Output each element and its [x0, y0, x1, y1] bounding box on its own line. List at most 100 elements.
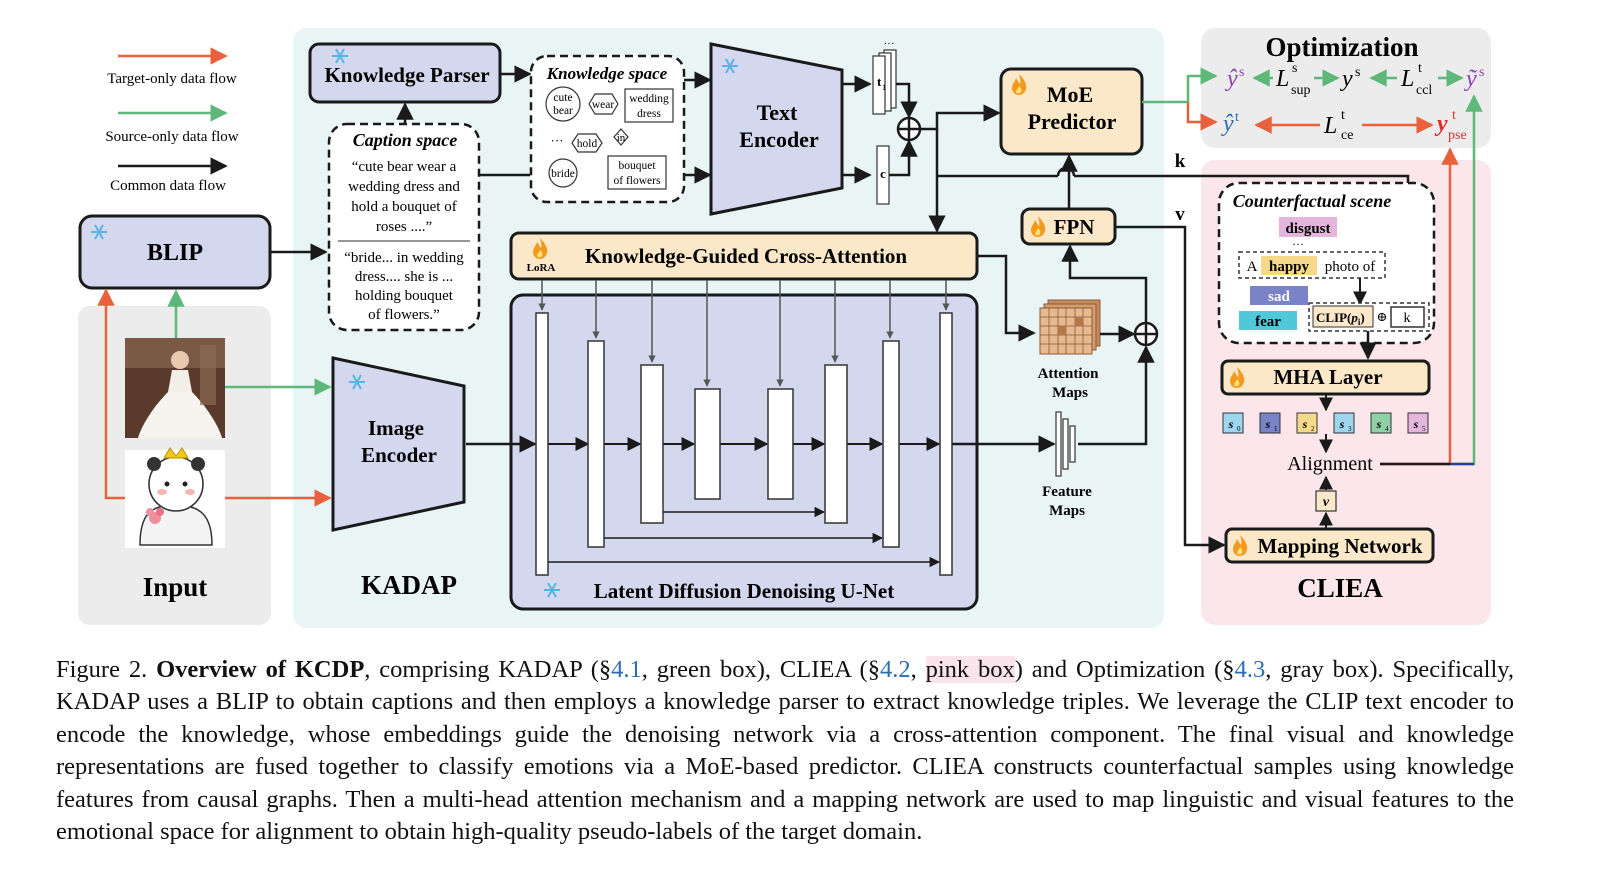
knowledge-space-title: Knowledge space	[546, 64, 668, 83]
node-hold: hold	[577, 138, 598, 150]
v-label: v	[1175, 204, 1185, 225]
caption-line: dress.... she is ...	[355, 269, 453, 285]
emotion-token-label: s	[1339, 417, 1345, 431]
caption-text: ). Specifically, KADAP uses a BLIP to ob…	[56, 656, 1515, 846]
emotion-sad: sad	[1268, 289, 1290, 305]
image-encoder-label: Image	[368, 416, 424, 440]
prompt-a: A	[1247, 259, 1258, 275]
caption-text: ) and Optimization (§	[1014, 656, 1235, 683]
legend-source-only: Source-only data flow	[105, 129, 238, 145]
blip-box	[78, 214, 272, 290]
emotion-disgust-label: disgust	[1285, 221, 1330, 237]
caption-prefix: Figure 2.	[56, 656, 157, 683]
caption-bold: Overview of KCDP	[156, 656, 365, 683]
token-t-sub: 1	[882, 83, 886, 92]
caption-line: hold a bouquet of	[351, 199, 456, 215]
sup-t: t	[1452, 108, 1456, 123]
input-arrows	[97, 243, 332, 507]
y-hat-t: ŷ	[1221, 111, 1234, 137]
input-label: Input	[143, 572, 208, 602]
image-encoder-label: Encoder	[361, 443, 437, 467]
emotion-token	[1370, 412, 1392, 434]
caption-line: “bride... in wedding	[344, 250, 464, 266]
mha-layer-label: MHA Layer	[1273, 365, 1382, 389]
image-encoder	[331, 356, 466, 532]
lora-label: LoRA	[527, 262, 556, 274]
moe-label: MoE	[1047, 82, 1093, 107]
node-cute-bear: cute	[553, 92, 572, 104]
unet-block: Latent Diffusion Denoising U-Net	[466, 280, 979, 611]
emotion-token	[1333, 412, 1355, 434]
k-label: k	[1175, 151, 1186, 172]
mapping-network-box	[1224, 527, 1435, 564]
cross-attention-label: Knowledge-Guided Cross-Attention	[585, 244, 908, 268]
legend-target-only: Target-only data flow	[107, 71, 237, 87]
sub-ccl: ccl	[1416, 83, 1432, 98]
map-fusion-oplus-icon	[1133, 321, 1159, 347]
node-in: in	[617, 132, 626, 144]
emotion-token-label: s	[1265, 417, 1271, 431]
legend-common: Common data flow	[110, 178, 226, 194]
y-s: y	[1340, 66, 1353, 92]
caption-space-title: Caption space	[353, 130, 458, 150]
emotion-token-sub: 3	[1348, 425, 1352, 433]
emotion-disgust	[1279, 217, 1337, 237]
clip-text: CLIP(pi)	[1316, 310, 1365, 327]
caption-space: Caption space “cute bear wear a wedding …	[327, 122, 481, 332]
emotion-token-label: s	[1302, 417, 1308, 431]
caption-text: , comprising KADAP (§	[364, 656, 612, 683]
node-dots: ···	[551, 133, 564, 148]
knowledge-parser-label: Knowledge Parser	[324, 63, 489, 87]
l-ccl: L	[1400, 66, 1414, 92]
fusion-oplus-icon	[896, 116, 922, 142]
cartoon-bear-image	[125, 447, 225, 548]
emotion-token-label: s	[1228, 417, 1234, 431]
caption-text: ,	[1265, 656, 1281, 683]
caption-line: wedding dress and	[348, 179, 460, 195]
input-block: BLIP Input	[78, 214, 272, 602]
token-t: t	[877, 74, 882, 89]
section-link[interactable]: 4.1	[611, 656, 642, 683]
section-link[interactable]: 4.3	[1234, 656, 1266, 683]
section-link[interactable]: 4.2	[879, 656, 911, 683]
emotion-token-sub: 5	[1422, 425, 1426, 433]
attention-maps-icon	[1039, 299, 1101, 355]
node-wear: wear	[592, 99, 615, 111]
token-dots: ···	[884, 38, 895, 50]
sup-t: t	[1341, 108, 1345, 123]
bride-photo	[125, 338, 225, 438]
sup-s: s	[1355, 65, 1360, 80]
optimization-title: Optimization	[1266, 32, 1419, 62]
moe-predictor-box	[999, 67, 1144, 156]
emotion-token	[1296, 412, 1318, 434]
node-wedding-dress: dress	[637, 108, 661, 120]
kadap-label: KADAP	[361, 570, 457, 600]
counterfactual-scene-title: Counterfactual scene	[1233, 191, 1392, 211]
emotion-token	[1407, 412, 1429, 434]
sup-t: t	[1235, 110, 1239, 125]
caption-line: roses ....”	[376, 219, 432, 235]
attention-maps-label: Attention	[1038, 366, 1099, 382]
y-pse: y	[1434, 111, 1448, 137]
sup-t: t	[1418, 61, 1422, 76]
y-tilde-s: ỹ	[1464, 66, 1478, 92]
token-c: c	[880, 166, 886, 181]
feature-maps-label: Maps	[1049, 503, 1085, 519]
emotion-token-sub: 4	[1385, 425, 1389, 433]
caption-text: , green box), CLIEA (§	[641, 656, 880, 683]
alignment-label: Alignment	[1287, 453, 1373, 475]
method-diagram: Target-only data flow Source-only data f…	[78, 28, 1491, 628]
figure-caption: Figure 2. Overview of KCDP, comprising K…	[56, 654, 1514, 848]
cliea-block: Counterfactual scene disgust ··· A happy…	[1217, 94, 1483, 603]
node-bouquet: bouquet	[618, 160, 656, 172]
emotion-token-sub: 0	[1237, 425, 1241, 433]
emotion-token-label: s	[1413, 417, 1419, 431]
l-sup: L	[1275, 66, 1289, 92]
caption-line: holding bouquet	[355, 288, 454, 304]
legend: Target-only data flow Source-only data f…	[105, 47, 239, 194]
l-ce: L	[1323, 113, 1337, 139]
node-cute-bear: bear	[553, 105, 573, 117]
feature-maps-icon	[1055, 411, 1076, 477]
blip-label: BLIP	[147, 240, 203, 266]
